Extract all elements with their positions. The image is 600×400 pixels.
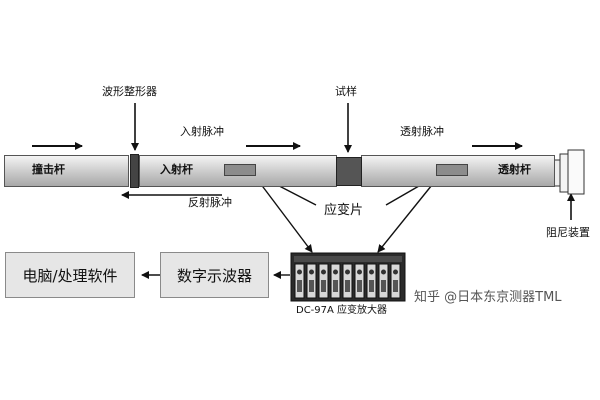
amplifier-slot (381, 280, 386, 292)
pulse-shaper (130, 154, 139, 188)
specimen (336, 157, 362, 186)
oscilloscope-box: 数字示波器 (160, 252, 269, 298)
amplifier-slot (333, 280, 338, 292)
transmitted-pulse-label: 透射脉冲 (400, 125, 444, 138)
strain-gauge-transmitted (436, 164, 468, 176)
amplifier-knob (345, 269, 350, 275)
amplifier-knob (369, 269, 374, 275)
amplifier-slot (393, 280, 398, 292)
damper-device (553, 149, 585, 195)
specimen-label: 试样 (335, 85, 357, 98)
amplifier-slot (345, 280, 350, 292)
strain-gauge-label: 应变片 (324, 203, 364, 218)
damper-label: 阻尼装置 (546, 226, 590, 239)
amplifier-slot (321, 280, 326, 292)
watermark: 知乎 @日本东京测器TML (414, 290, 562, 305)
amplifier-knob (297, 269, 302, 275)
amplifier-knob (393, 269, 398, 275)
amplifier-slot (369, 280, 374, 292)
amplifier-slot (309, 280, 314, 292)
gauge-to-amp-right (377, 174, 441, 253)
computer-box: 电脑/处理软件 (5, 252, 135, 298)
amplifier-slot (297, 280, 302, 292)
amplifier-slot (357, 280, 362, 292)
pulse-shaper-label: 波形整形器 (102, 85, 157, 98)
strain-amplifier (290, 252, 406, 302)
amplifier-knob (321, 269, 326, 275)
reflected-pulse-label: 反射脉冲 (188, 196, 232, 209)
strain-gauge-incident (224, 164, 256, 176)
amplifier-knob (333, 269, 338, 275)
striker-bar-label: 撞击杆 (32, 163, 65, 176)
amplifier-knob (381, 269, 386, 275)
gauge-to-amp-left (253, 174, 313, 253)
amplifier-knob (357, 269, 362, 275)
incident-bar-label: 入射杆 (160, 163, 193, 176)
striker-bar (4, 155, 129, 187)
amplifier-knob (309, 269, 314, 275)
transmitted-bar-label: 透射杆 (498, 163, 531, 176)
amplifier-label: DC-97A 应变放大器 (296, 305, 388, 316)
incident-pulse-label: 入射脉冲 (180, 125, 224, 138)
